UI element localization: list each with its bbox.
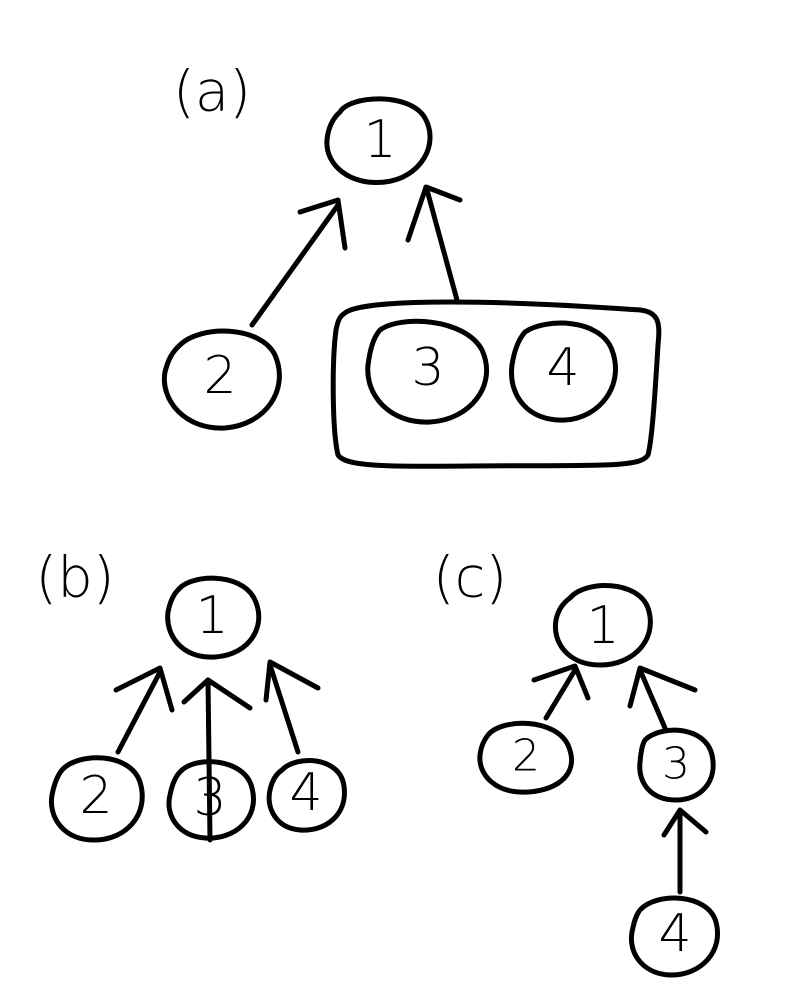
panel-c-node-4-circle <box>628 895 720 978</box>
panel-b-edge-2-1 <box>113 665 175 755</box>
panel-b-edge-4-1 <box>263 659 321 755</box>
panel-c-node-2-label: 2 <box>512 731 540 782</box>
panel-a-node-1-label: 1 <box>363 110 396 170</box>
panel-c-node-1-circle <box>552 583 653 668</box>
panel-c: (c) 1 2 3 4 <box>433 546 720 978</box>
panel-c-edge-3-1 <box>627 665 698 731</box>
panel-c-node-3-circle <box>637 727 716 803</box>
panel-b-node-1: 1 <box>165 575 262 660</box>
panel-b-node-2: 2 <box>48 755 145 843</box>
panel-b-node-4: 4 <box>266 758 347 833</box>
panel-a-node-3-label: 3 <box>411 338 444 398</box>
panel-c-node-4-label: 4 <box>658 904 691 964</box>
panel-a-group-box <box>330 299 662 469</box>
panel-a-node-4-label: 4 <box>546 338 579 398</box>
panel-b-node-1-circle <box>165 575 262 660</box>
panel-a-node-3-circle <box>365 318 489 425</box>
panel-a-edge-2-1 <box>249 197 348 328</box>
panel-c-node-1: 1 <box>552 583 653 668</box>
panel-a-edge-group-1 <box>405 184 463 303</box>
panel-c-node-2-circle <box>477 720 575 795</box>
panel-c-node-3-label: 3 <box>662 739 690 790</box>
panel-c-node-4: 4 <box>628 895 720 978</box>
panel-c-label: (c) <box>433 546 507 611</box>
panel-c-node-3: 3 <box>637 727 716 803</box>
panel-b-node-1-label: 1 <box>195 586 228 646</box>
panel-b-node-4-label: 4 <box>289 763 322 823</box>
panel-a-node-2: 2 <box>161 328 282 431</box>
panel-b-label: (b) <box>35 546 114 611</box>
panel-b-edge-3-1 <box>181 677 253 843</box>
panel-a-node-3: 3 <box>365 318 489 425</box>
panel-c-node-1-label: 1 <box>586 596 619 656</box>
panel-b-node-2-circle <box>48 755 145 843</box>
panel-c-edge-4-3 <box>661 807 709 895</box>
panel-a-node-2-label: 2 <box>203 346 236 406</box>
panel-b-node-4-circle <box>266 758 347 833</box>
panel-a-node-4: 4 <box>509 320 618 423</box>
panel-a-node-1: 1 <box>324 96 433 185</box>
panel-b: (b) 1 2 3 4 <box>35 546 347 843</box>
panel-b-node-2-label: 2 <box>79 766 112 826</box>
panel-a-label: (a) <box>173 60 251 125</box>
panel-b-node-3-circle <box>166 759 256 841</box>
panel-a-node-1-circle <box>324 96 433 185</box>
panel-a-node-2-circle <box>161 328 282 431</box>
panel-c-node-2: 2 <box>477 720 575 795</box>
panel-a: (a) 1 2 3 4 <box>161 60 662 469</box>
panel-c-edge-2-1 <box>531 663 591 721</box>
panel-a-node-4-circle <box>509 320 618 423</box>
